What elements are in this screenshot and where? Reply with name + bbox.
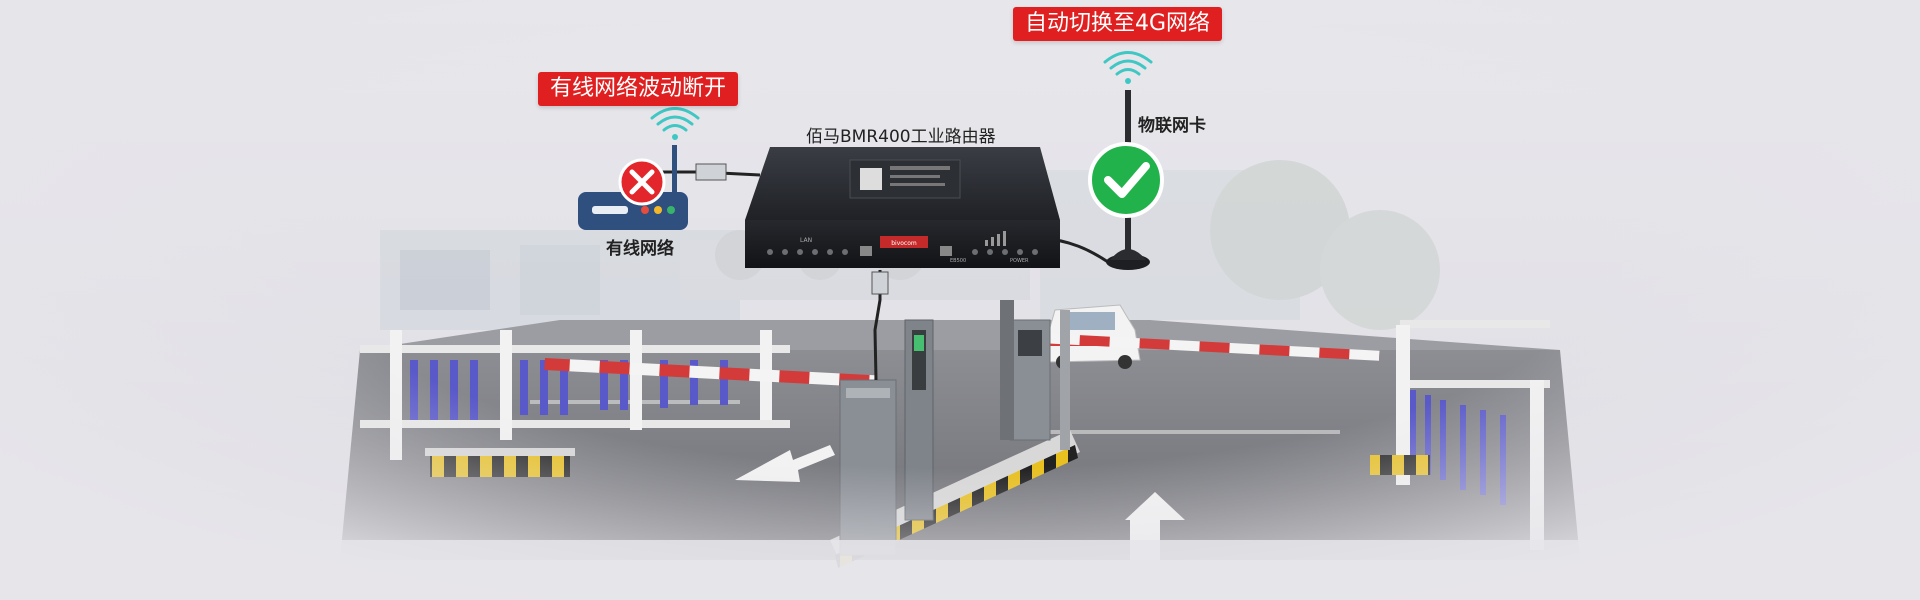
auto-switch-4g-tag: 自动切换至4G网络: [1013, 7, 1223, 41]
antenna-signal-icon: [1103, 51, 1153, 84]
iot-card-label: 物联网卡: [1138, 116, 1206, 136]
wired-network-label: 有线网络: [606, 239, 674, 259]
industrial-router-device: [745, 147, 1060, 268]
success-check-icon: [1088, 142, 1164, 218]
ethernet-plug: [871, 271, 889, 295]
router-name-label: 佰马BMR400工业路由器: [806, 127, 996, 147]
device-model-print: EB500: [950, 258, 966, 264]
wifi-icon: [650, 107, 700, 140]
wired-disconnect-tag: 有线网络波动断开: [538, 72, 739, 106]
error-x-icon: [618, 158, 666, 206]
device-power-print: POWER: [1010, 258, 1029, 264]
home-router: [578, 145, 688, 230]
device-brand-print: bivocom: [891, 240, 917, 247]
wan-plug: [695, 163, 727, 181]
device-lan-print: LAN: [800, 237, 812, 244]
